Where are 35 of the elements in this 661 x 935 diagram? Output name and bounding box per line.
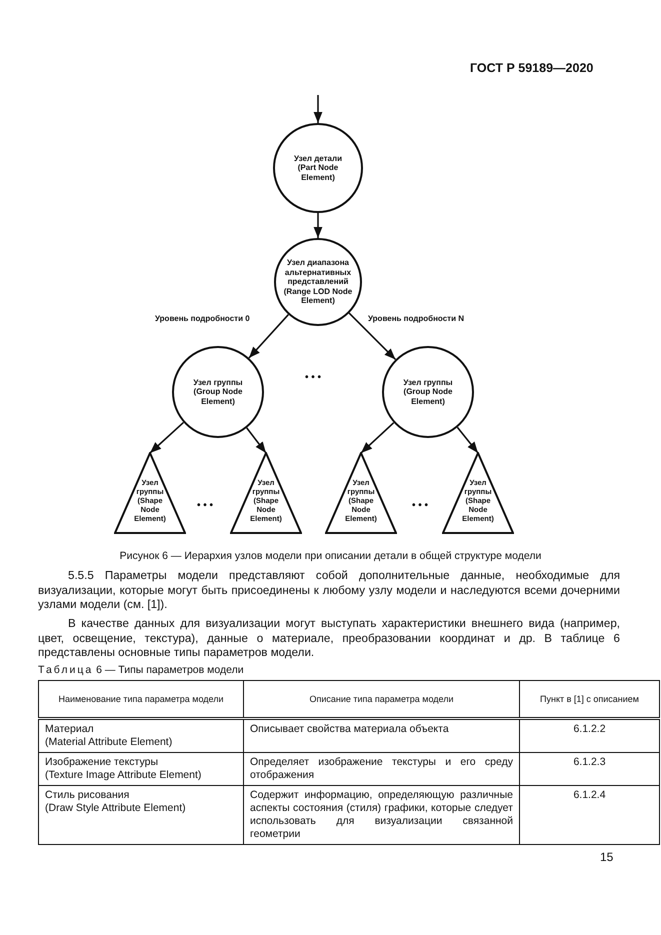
arrow	[348, 312, 396, 360]
arrow	[314, 213, 322, 238]
table-cell: 6.1.2.3	[520, 752, 660, 786]
table-cell: Стиль рисования (Draw Style Attribute Element)	[38, 786, 244, 844]
figure-caption: Рисунок 6 — Иерархия узлов модели при описании детали в общей структуре модели	[118, 550, 542, 562]
table-title: Таблица 6 — Типы параметров модели	[38, 664, 244, 676]
table-cell: 6.1.2.2	[520, 718, 660, 752]
circle-node: Узел детали (Part Node Element)	[273, 123, 363, 213]
arrow	[456, 426, 479, 454]
column-header: Наименование типа параметра модели	[38, 680, 244, 718]
table-cell: Содержит информацию, определяющую различные аспекты состояния (стиля) графики, которые следует использовать для визуализации связанной геометрии	[244, 786, 520, 844]
page-number: 15	[600, 850, 614, 864]
table-cell: 6.1.2.4	[520, 786, 660, 844]
table-cell: Материал (Material Attribute Element)	[38, 718, 244, 752]
arrow	[149, 422, 184, 454]
ellipsis-mark: • • •	[412, 500, 428, 511]
table-cell: Определяет изображение текстуры и его среду отображения	[244, 752, 520, 786]
paragraph: 5.5.5 Параметры модели представляют собой дополнительные данные, необходимые для визуализации, которые могут быть присоединены к любому узлу модели и наследуются всеми дочерними узлами модели (см. [1]).	[38, 569, 620, 612]
ellipsis-mark: • • •	[197, 500, 214, 511]
arrow	[314, 95, 322, 123]
column-header: Описание типа параметра модели	[244, 680, 520, 718]
circle-node: Узел группы (Group Node Element)	[172, 346, 264, 438]
edge-label: Уровень подробности N	[368, 314, 464, 323]
ellipsis-mark: • • •	[305, 372, 322, 383]
arrow	[360, 422, 394, 454]
table-cell: Описывает свойства материала объекта	[244, 718, 520, 752]
page-header: ГОСТ Р 59189—2020	[470, 61, 594, 75]
table-cell: Изображение текстуры (Texture Image Attribute Element)	[38, 752, 244, 786]
circle-node: Узел диапазона альтернативных представлений (Range LOD Node Element)	[274, 238, 362, 326]
circle-node: Узел группы (Group Node Element)	[382, 346, 474, 438]
arrow	[246, 427, 267, 454]
arrow	[248, 314, 289, 358]
edge-label: Уровень подробности 0	[155, 314, 250, 323]
paragraph: В качестве данных для визуализации могут выступать характеристики внешнего вида (например, цвет, освещение, текстура), данные о материале, преобразовании координат и др. В таблице 6 представлены основные типы параметров модели.	[38, 617, 620, 660]
column-header: Пункт в [1] с описанием	[520, 680, 660, 718]
